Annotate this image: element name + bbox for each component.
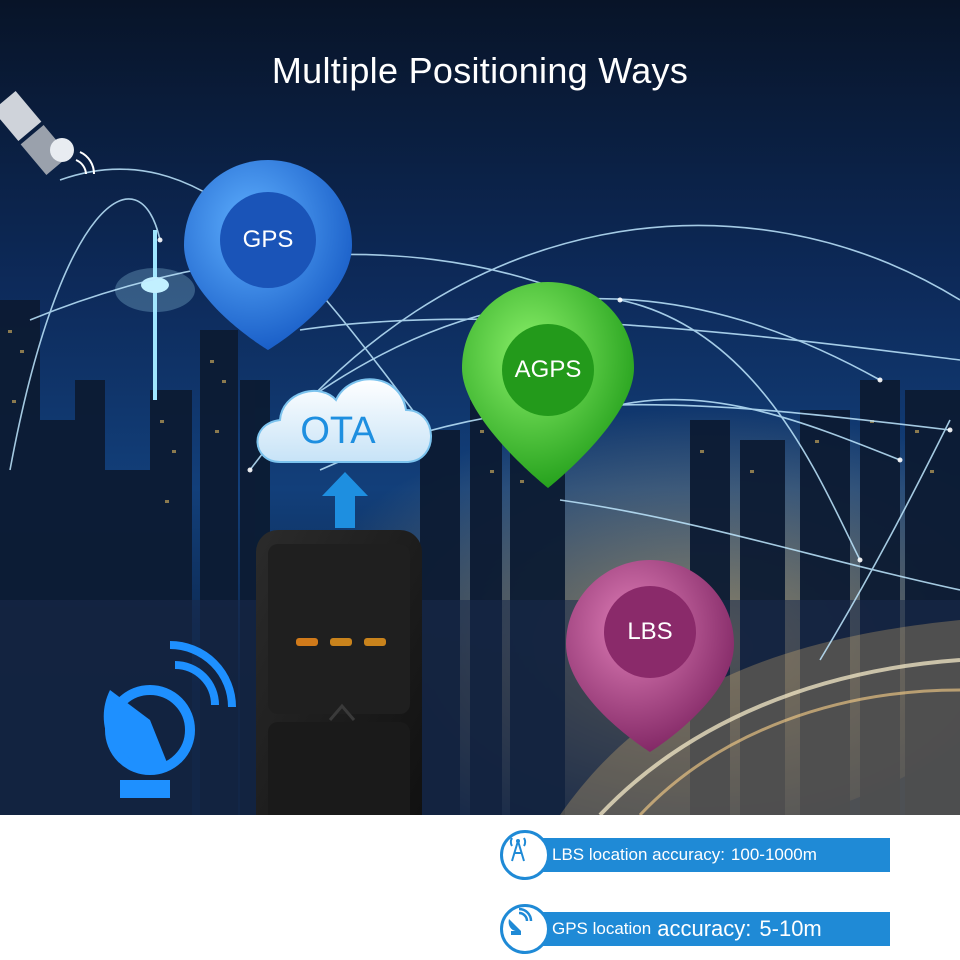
page-title: Multiple Positioning Ways	[271, 50, 689, 91]
satellite-dish-icon	[500, 904, 550, 954]
lbs-accuracy-prefix: LBS location accuracy:	[552, 845, 725, 864]
satellite-icon	[0, 91, 96, 175]
gps-accuracy-prefix: GPS location	[552, 919, 652, 938]
lbs-accuracy-bar: LBS location accuracy: 100-1000m	[534, 838, 890, 872]
lbs-accuracy-value: 100-1000m	[730, 845, 817, 864]
lbs-pin-label: LBS	[627, 618, 673, 645]
gps-accuracy-mid: accuracy:	[657, 916, 752, 941]
agps-pin-label: AGPS	[514, 356, 582, 383]
ota-cloud-label: OTA	[300, 410, 376, 452]
radar-dish-icon	[103, 641, 236, 798]
tower-signal-icon	[500, 830, 550, 880]
gps-accuracy-bar: GPS location accuracy: 5-10m	[534, 912, 890, 946]
gps-pin-label: GPS	[242, 226, 294, 253]
gps-accuracy-value: 5-10m	[759, 916, 822, 941]
